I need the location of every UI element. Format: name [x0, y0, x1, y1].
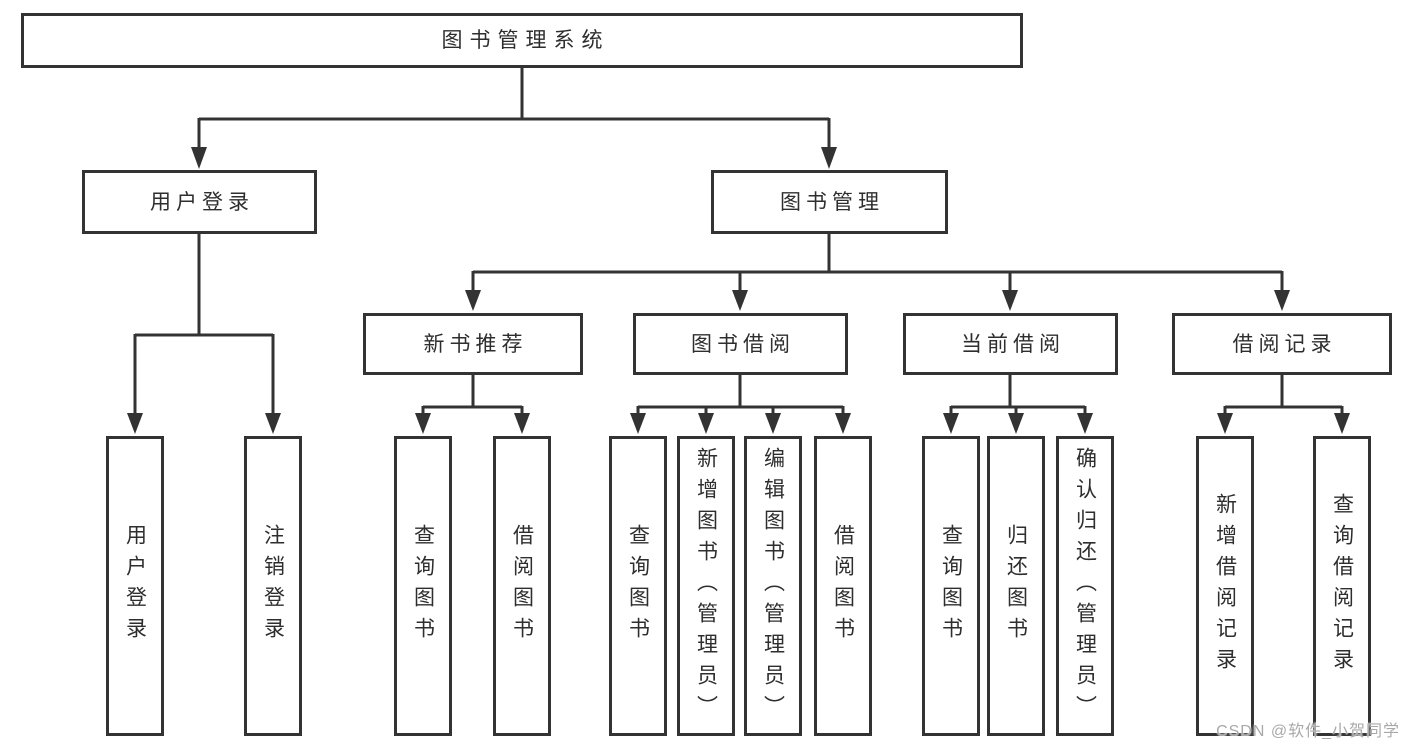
node-leaf-return-books: 归还图书 — [987, 436, 1045, 736]
node-label: 注销登录 — [261, 524, 285, 648]
node-label: 借阅记录 — [1232, 332, 1337, 356]
node-label: 用户登录 — [150, 190, 254, 214]
node-user-login: 用户登录 — [82, 170, 317, 234]
node-current-borrowing: 当前借阅 — [903, 313, 1118, 375]
node-new-book-recommend: 新书推荐 — [363, 313, 583, 375]
node-label: 图书管理系统 — [441, 29, 610, 52]
node-leaf-query-books-1: 查询图书 — [394, 436, 452, 736]
node-label: 查询图书 — [939, 524, 963, 648]
node-label: 查询借阅记录 — [1330, 493, 1354, 679]
csdn-watermark: CSDN @软件_小贺同学 — [1216, 723, 1400, 740]
node-label: 查询图书 — [411, 524, 435, 648]
node-label: 新增图书（管理员） — [694, 446, 718, 726]
node-label: 图书借阅 — [691, 332, 795, 356]
node-borrowing-records: 借阅记录 — [1172, 313, 1392, 375]
node-leaf-confirm-return-admin: 确认归还（管理员） — [1056, 436, 1114, 736]
node-leaf-query-books-3: 查询图书 — [922, 436, 980, 736]
node-label: 当前借阅 — [961, 332, 1065, 356]
node-label: 编辑图书（管理员） — [761, 446, 785, 726]
node-label: 新书推荐 — [423, 332, 528, 356]
node-label: 图书管理 — [780, 190, 884, 214]
node-label: 借阅图书 — [831, 524, 855, 648]
node-leaf-logout: 注销登录 — [244, 436, 302, 736]
node-label: 借阅图书 — [510, 524, 534, 648]
node-label: 归还图书 — [1004, 524, 1028, 648]
node-label: 新增借阅记录 — [1213, 493, 1237, 679]
node-leaf-user-login: 用户登录 — [106, 436, 164, 736]
node-leaf-edit-books-admin: 编辑图书（管理员） — [744, 436, 802, 736]
node-label: 查询图书 — [626, 524, 650, 648]
node-leaf-add-books-admin: 新增图书（管理员） — [677, 436, 735, 736]
node-book-management: 图书管理 — [711, 170, 948, 234]
node-leaf-borrow-books-1: 借阅图书 — [493, 436, 551, 736]
node-book-borrowing: 图书借阅 — [633, 313, 848, 375]
node-leaf-query-borrow-record: 查询借阅记录 — [1313, 436, 1371, 736]
node-label: 用户登录 — [123, 524, 147, 648]
node-leaf-add-borrow-record: 新增借阅记录 — [1196, 436, 1254, 736]
node-label: 确认归还（管理员） — [1073, 446, 1097, 726]
node-leaf-query-books-2: 查询图书 — [609, 436, 667, 736]
arrowheads — [127, 147, 1350, 434]
node-leaf-borrow-books-2: 借阅图书 — [814, 436, 872, 736]
node-root: 图书管理系统 — [21, 13, 1023, 68]
